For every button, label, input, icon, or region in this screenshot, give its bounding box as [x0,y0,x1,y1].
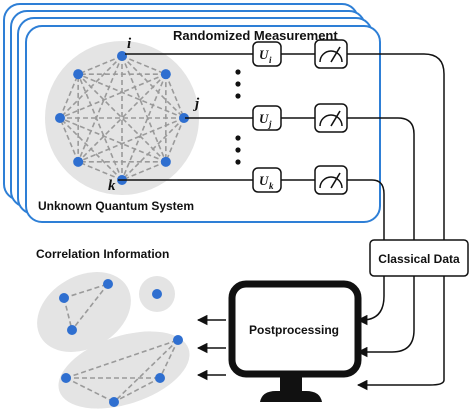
meter-icon-i [314,39,348,69]
system-node [160,69,171,80]
gate-u-j-sub: j [267,119,272,129]
system-edge [59,73,167,119]
correlation-node [61,373,71,383]
system-edge [77,117,185,163]
system-edge [77,73,167,163]
ellipsis-dots [235,69,241,165]
postprocessing-label: Postprocessing [249,323,339,337]
correlation-node [109,397,119,407]
monitor-icon [228,280,362,402]
system-node [55,113,65,123]
qubit-label-k: k [108,178,116,194]
system-edge [59,117,123,181]
correlation-edge [71,283,109,331]
gate-u-j-base: U [259,111,269,126]
qubit-label-j: j [193,96,200,112]
system-edge [121,73,167,181]
system-edge [77,73,167,163]
gate-u-k: U k [252,167,282,193]
system-node [160,156,171,167]
correlation-information-title: Correlation Information [36,247,169,261]
system-node [117,51,127,61]
correlation-node [67,325,77,335]
system-edge [59,117,167,163]
qubit-wires [118,53,315,181]
system-nodes [55,51,189,185]
meter-icon-j [314,103,348,133]
correlation-edge [65,339,179,379]
gate-u-i: U i [252,41,282,67]
gate-u-j: U j [252,105,282,131]
correlation-connections [63,283,179,403]
system-edge [77,73,123,181]
randomized-measurement-title: Randomized Measurement [173,28,338,43]
correlation-node [103,279,113,289]
correlation-node [59,293,69,303]
gate-u-i-sub: i [269,55,272,65]
gate-u-k-sub: k [269,181,274,191]
meter-icon-k [314,165,348,195]
correlation-edge [65,377,115,403]
correlation-clouds [37,272,190,409]
classical-data-box [369,239,469,277]
system-node [73,69,84,80]
correlation-edge [63,297,73,331]
correlation-edge [159,339,179,379]
classical-data-label: Classical Data [378,252,460,266]
system-edge [77,73,185,119]
correlation-nodes [59,279,183,407]
correlation-node [152,289,162,299]
gate-u-k-base: U [259,173,269,188]
correlation-node [155,373,165,383]
correlation-node [173,335,183,345]
system-node [179,113,189,123]
gate-u-i-base: U [259,47,269,62]
qubit-label-i: i [127,36,132,52]
system-connections [59,55,185,181]
system-node [73,156,84,167]
unknown-quantum-system-label: Unknown Quantum System [38,199,194,213]
output-arrows [196,314,226,381]
correlation-edge [113,339,179,403]
correlation-edge [113,377,161,403]
